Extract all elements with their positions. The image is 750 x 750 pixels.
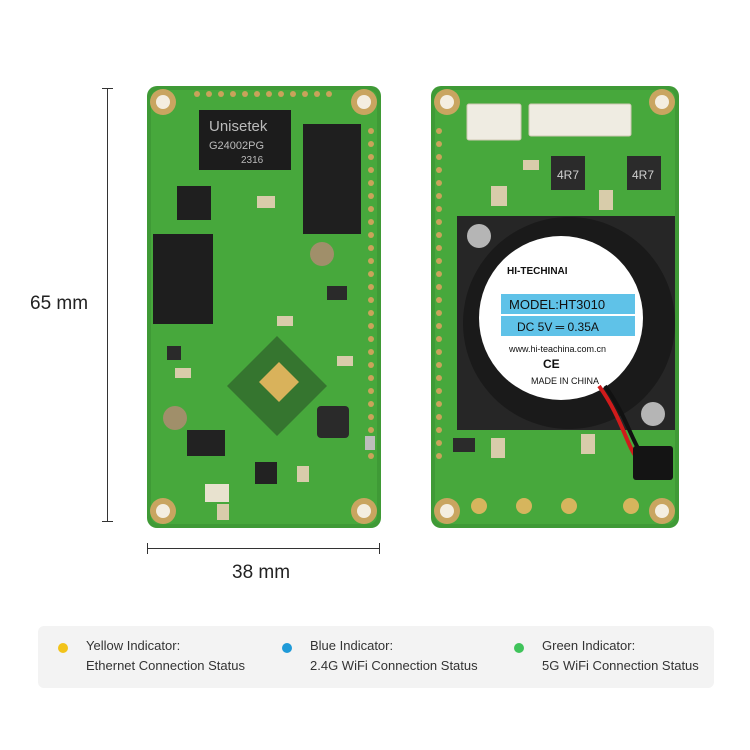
antenna-connector: [471, 498, 487, 514]
mounting-hole: [649, 89, 675, 115]
small-chip: [177, 186, 211, 220]
svg-text:4R7: 4R7: [557, 168, 579, 182]
legend-title: Green Indicator:: [542, 638, 636, 653]
fan-rating: DC 5V ═ 0.35A: [517, 320, 599, 334]
svg-text:CE: CE: [543, 357, 560, 371]
mounting-hole: [434, 498, 460, 524]
capacitor: [163, 406, 187, 430]
memory-chip: [303, 124, 361, 234]
flash-chip: [153, 234, 213, 324]
capacitor: [310, 242, 334, 266]
mounting-hole: [351, 498, 377, 524]
indicator-legend: Yellow Indicator: Ethernet Connection St…: [38, 626, 714, 688]
height-dimension-tick-top: [102, 88, 113, 89]
mounting-hole: [150, 498, 176, 524]
chip-brand: Unisetek: [209, 118, 268, 135]
fan-origin: MADE IN CHINA: [531, 376, 599, 386]
antenna-connector: [561, 498, 577, 514]
fan-model: MODEL:HT3010: [509, 297, 605, 312]
soc-chip: [227, 336, 327, 436]
chip-model: G24002PG: [209, 140, 264, 152]
width-dimension-tick-left: [147, 543, 148, 554]
fan-url: www.hi-teachina.com.cn: [508, 344, 606, 354]
chip-code: 2316: [241, 155, 264, 166]
antenna-connector: [516, 498, 532, 514]
width-dimension-line: [147, 548, 380, 549]
blue-indicator-dot: [282, 643, 292, 653]
pcb-board-bottom-side: 4R7 4R7 HI-TECHINAI MODEL:HT3010 DC 5V ═…: [431, 86, 679, 528]
yellow-indicator-dot: [58, 643, 68, 653]
header-connector: [528, 103, 632, 137]
svg-text:4R7: 4R7: [632, 168, 654, 182]
height-dimension-line: [107, 88, 108, 522]
legend-description: 2.4G WiFi Connection Status: [310, 658, 478, 673]
mounting-hole: [150, 89, 176, 115]
screw: [641, 402, 665, 426]
fan-connector: [466, 103, 522, 141]
inductor: 4R7: [627, 156, 661, 190]
legend-title: Blue Indicator:: [310, 638, 394, 653]
width-dimension-tick-right: [379, 543, 380, 554]
legend-description: Ethernet Connection Status: [86, 658, 245, 673]
mounting-hole: [351, 89, 377, 115]
screw: [467, 224, 491, 248]
mounting-hole: [434, 89, 460, 115]
mounting-hole: [649, 498, 675, 524]
pcb-board-top-side: Unisetek G24002PG 2316: [147, 86, 381, 528]
height-dimension-tick-bottom: [102, 521, 113, 522]
height-dimension-label: 65 mm: [30, 293, 89, 314]
legend-description: 5G WiFi Connection Status: [542, 658, 699, 673]
green-indicator-dot: [514, 643, 524, 653]
legend-title: Yellow Indicator:: [86, 638, 181, 653]
ethernet-chip: Unisetek G24002PG 2316: [199, 110, 291, 170]
cooling-fan: HI-TECHINAI MODEL:HT3010 DC 5V ═ 0.35A w…: [457, 216, 675, 480]
width-dimension-label: 38 mm: [232, 562, 291, 583]
antenna-connector: [623, 498, 639, 514]
fan-brand: HI-TECHINAI: [507, 266, 568, 277]
inductor: 4R7: [551, 156, 585, 190]
